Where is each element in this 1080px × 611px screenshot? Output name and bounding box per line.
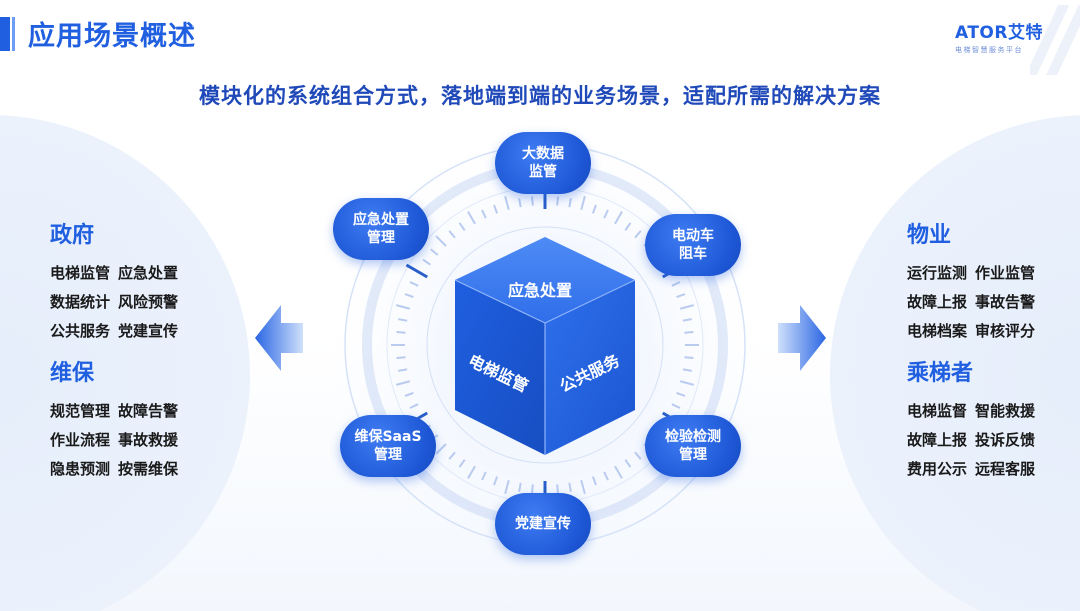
title-accent-bar-secondary <box>12 17 15 51</box>
item-text: 故障告警 <box>118 402 179 420</box>
item-text: 投诉反馈 <box>975 431 1036 449</box>
node-ebike-blocking: 电动车 阻车 <box>645 214 741 276</box>
cube-top-label: 应急处置 <box>508 281 573 300</box>
item-text: 作业监管 <box>975 264 1036 282</box>
list-item: 公共服务党建宣传 <box>50 317 178 346</box>
core-cube <box>454 237 636 455</box>
item-text: 电梯监管 <box>50 264 111 282</box>
item-text: 故障上报 <box>907 431 968 449</box>
slide-subtitle: 模块化的系统组合方式，落地端到端的业务场景，适配所需的解决方案 <box>199 84 881 108</box>
item-text: 事故救援 <box>118 431 179 449</box>
group-title: 政府 <box>50 223 95 248</box>
logo-main-text: ATOR艾特 <box>955 23 1043 43</box>
logo-watermark-icon <box>1030 5 1080 75</box>
item-text: 风险预警 <box>118 293 179 311</box>
item-text: 党建宣传 <box>118 322 179 340</box>
node-maintenance-saas: 维保SaaS 管理 <box>340 415 436 477</box>
item-text: 作业流程 <box>50 431 111 449</box>
item-text: 应急处置 <box>118 264 179 282</box>
item-text: 事故告警 <box>975 293 1036 311</box>
list-item: 数据统计风险预警 <box>50 288 178 317</box>
arrow-left-icon <box>255 305 303 371</box>
logo-sub-text: 电梯智慧服务平台 <box>955 46 1023 54</box>
list-item: 费用公示远程客服 <box>907 455 1035 484</box>
item-text: 按需维保 <box>118 460 179 478</box>
group-maintenance: 维保 规范管理故障告警 作业流程事故救援 隐患预测按需维保 <box>50 355 178 484</box>
group-passenger: 乘梯者 电梯监督智能救援 故障上报投诉反馈 费用公示远程客服 <box>907 355 1035 484</box>
brand-logo: ATOR艾特 电梯智慧服务平台 <box>955 18 1070 58</box>
item-text: 公共服务 <box>50 322 111 340</box>
page-title: 应用场景概述 <box>28 21 196 52</box>
node-party-publicity: 党建宣传 <box>495 493 591 555</box>
list-item: 规范管理故障告警 <box>50 397 178 426</box>
list-item: 电梯档案审核评分 <box>907 317 1035 346</box>
list-item: 作业流程事故救援 <box>50 426 178 455</box>
item-text: 运行监测 <box>907 264 968 282</box>
item-text: 规范管理 <box>50 402 111 420</box>
item-text: 远程客服 <box>975 460 1036 478</box>
list-item: 隐患预测按需维保 <box>50 455 178 484</box>
group-property: 物业 运行监测作业监管 故障上报事故告警 电梯档案审核评分 <box>907 217 1035 346</box>
item-text: 数据统计 <box>50 293 111 311</box>
item-text: 隐患预测 <box>50 460 111 478</box>
item-text: 费用公示 <box>907 460 968 478</box>
title-accent-bar <box>0 17 10 51</box>
node-emergency-management: 应急处置 管理 <box>333 198 429 260</box>
list-item: 电梯监管应急处置 <box>50 259 178 288</box>
list-item: 故障上报事故告警 <box>907 288 1035 317</box>
list-item: 运行监测作业监管 <box>907 259 1035 288</box>
list-item: 故障上报投诉反馈 <box>907 426 1035 455</box>
item-text: 审核评分 <box>975 322 1036 340</box>
item-text: 智能救援 <box>975 402 1036 420</box>
arrow-right-icon <box>778 305 826 371</box>
item-text: 故障上报 <box>907 293 968 311</box>
item-text: 电梯档案 <box>907 322 968 340</box>
node-big-data-supervision: 大数据 监管 <box>495 132 591 194</box>
node-inspection-management: 检验检测 管理 <box>645 415 741 477</box>
group-government: 政府 电梯监管应急处置 数据统计风险预警 公共服务党建宣传 <box>50 217 178 346</box>
list-item: 电梯监督智能救援 <box>907 397 1035 426</box>
group-title: 乘梯者 <box>907 361 974 386</box>
item-text: 电梯监督 <box>907 402 968 420</box>
group-title: 维保 <box>50 361 95 386</box>
group-title: 物业 <box>907 223 952 248</box>
